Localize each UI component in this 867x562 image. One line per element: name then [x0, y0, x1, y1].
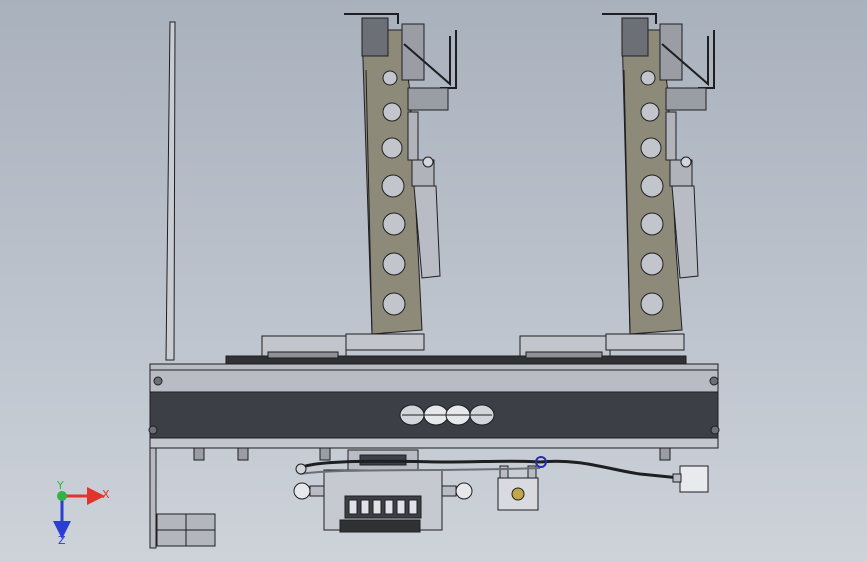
bottom-bolts: [193, 447, 671, 461]
y-axis-label: Y: [56, 479, 64, 492]
coordinate-triad: X Y Z: [40, 478, 120, 548]
left-guard-plate[interactable]: [149, 21, 216, 549]
linear-rail[interactable]: [148, 391, 720, 449]
air-hose[interactable]: [295, 456, 709, 493]
x-axis-label: X: [102, 488, 110, 501]
clamp-unit-right[interactable]: [519, 13, 715, 359]
y-axis-dot: [57, 491, 67, 501]
z-axis-label: Z: [58, 534, 66, 547]
base-plate[interactable]: [149, 355, 719, 393]
clamp-unit-left[interactable]: [261, 13, 457, 359]
